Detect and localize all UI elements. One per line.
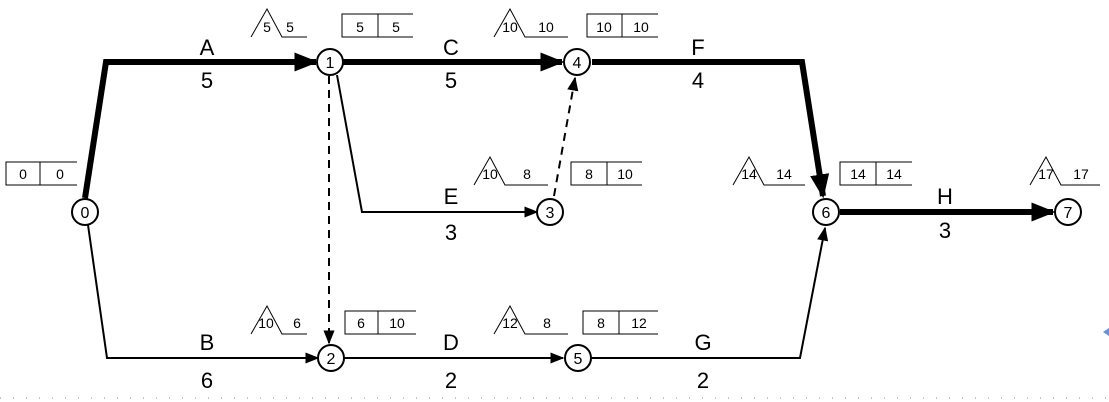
node-6-box-b: 14 xyxy=(886,166,902,182)
node-6: 6 xyxy=(812,198,840,226)
edge-E-name: E xyxy=(444,184,459,209)
node-1-label: 1 xyxy=(326,55,335,72)
node-1-box-b: 5 xyxy=(392,19,400,35)
node-0-box-a: 0 xyxy=(19,166,27,182)
node-3-tri-b: 8 xyxy=(523,166,531,182)
edge-G-name: G xyxy=(694,330,711,355)
edge-B-name: B xyxy=(200,330,215,355)
edge-A-duration: 5 xyxy=(201,68,213,93)
node-7-tri-b: 17 xyxy=(1073,166,1089,182)
node-5-tri-a: 12 xyxy=(502,315,518,331)
node-3-box-b: 10 xyxy=(617,166,633,182)
node-7-tri-shape xyxy=(1029,155,1100,186)
triangle-values: 5 5 10 6 10 8 10 10 12 8 14 14 17 17 xyxy=(258,19,1089,331)
node-1: 1 xyxy=(316,48,344,76)
node-5-box-shape xyxy=(582,310,658,335)
node-6-tri-b: 14 xyxy=(776,166,792,182)
node-4-tri-shape xyxy=(493,7,568,38)
edge-D-name: D xyxy=(443,330,459,355)
node-5-label: 5 xyxy=(574,351,583,368)
edge-marker-icon xyxy=(1103,328,1109,336)
node-5-box-a: 8 xyxy=(597,315,605,331)
node-5-tri-shape xyxy=(493,304,568,335)
node-4-tri-b: 10 xyxy=(538,19,554,35)
node-6-tri-shape xyxy=(732,155,805,186)
node-1-tri-a: 5 xyxy=(263,19,271,35)
node-4-box-a: 10 xyxy=(596,19,612,35)
node-4-label: 4 xyxy=(573,55,582,72)
node-2-tri-b: 6 xyxy=(293,315,301,331)
edge-F xyxy=(592,59,830,199)
node-5-tri-b: 8 xyxy=(543,315,551,331)
node-3: 3 xyxy=(536,198,564,226)
node-6-tri-a: 14 xyxy=(741,166,757,182)
node-4-box-shape xyxy=(586,13,658,38)
box-values: 0 0 5 5 6 10 8 10 10 10 8 12 14 14 xyxy=(19,19,902,331)
node-0-box-b: 0 xyxy=(56,166,64,182)
node-2-label: 2 xyxy=(327,351,336,368)
edge-H-name: H xyxy=(937,184,953,209)
edge-E xyxy=(336,74,539,218)
node-7-tri-a: 17 xyxy=(1038,166,1054,182)
node-7-label: 7 xyxy=(1064,205,1073,222)
node-2-tri-shape xyxy=(250,304,307,335)
node-0: 0 xyxy=(71,198,99,226)
box-annotations xyxy=(5,13,912,335)
edge-H-duration: 3 xyxy=(939,218,951,243)
node-2-tri-a: 10 xyxy=(258,315,274,331)
node-3-label: 3 xyxy=(546,205,555,222)
node-6-box-a: 14 xyxy=(850,166,866,182)
node-6-label: 6 xyxy=(822,205,831,222)
edge-E-duration: 3 xyxy=(445,220,457,245)
node-7: 7 xyxy=(1054,198,1082,226)
node-5-box-b: 12 xyxy=(631,315,647,331)
node-4-box-b: 10 xyxy=(633,19,649,35)
node-1-tri-b: 5 xyxy=(286,19,294,35)
node-3-tri-a: 10 xyxy=(482,166,498,182)
node-1-box-shape xyxy=(341,13,413,38)
edge-B xyxy=(87,224,320,364)
edge-labels: A 5 B 6 C 5 D 2 E 3 F 4 G 2 H 3 xyxy=(200,35,953,393)
triangle-annotations xyxy=(250,7,1100,335)
node-2-box-shape xyxy=(344,310,416,335)
node-5: 5 xyxy=(564,344,592,372)
edge-D-duration: 2 xyxy=(445,368,457,393)
edge-B-duration: 6 xyxy=(201,368,213,393)
node-3-box-shape xyxy=(570,161,642,186)
node-3-box-a: 8 xyxy=(585,166,593,182)
edge-A xyxy=(82,52,319,199)
edge-F-name: F xyxy=(691,35,704,60)
node-2: 2 xyxy=(317,344,345,372)
edge-C-duration: 5 xyxy=(445,68,457,93)
node-0-box-shape xyxy=(5,161,77,186)
edges xyxy=(82,52,1056,364)
edge-A-name: A xyxy=(200,35,215,60)
edge-G-duration: 2 xyxy=(697,368,709,393)
node-0-label: 0 xyxy=(81,205,90,222)
node-2-box-a: 6 xyxy=(357,315,365,331)
edge-dummy-3-4 xyxy=(553,76,579,197)
node-4-tri-a: 10 xyxy=(502,19,518,35)
node-2-box-b: 10 xyxy=(389,315,405,331)
node-4: 4 xyxy=(563,48,591,76)
node-1-tri-shape xyxy=(250,7,307,38)
edge-F-duration: 4 xyxy=(692,68,704,93)
edge-G xyxy=(592,226,829,359)
edge-C-name: C xyxy=(443,35,459,60)
node-3-tri-shape xyxy=(473,155,548,186)
nodes: 0 1 2 3 4 5 6 7 xyxy=(71,48,1082,372)
node-6-box-shape xyxy=(839,161,912,186)
node-1-box-a: 5 xyxy=(356,19,364,35)
